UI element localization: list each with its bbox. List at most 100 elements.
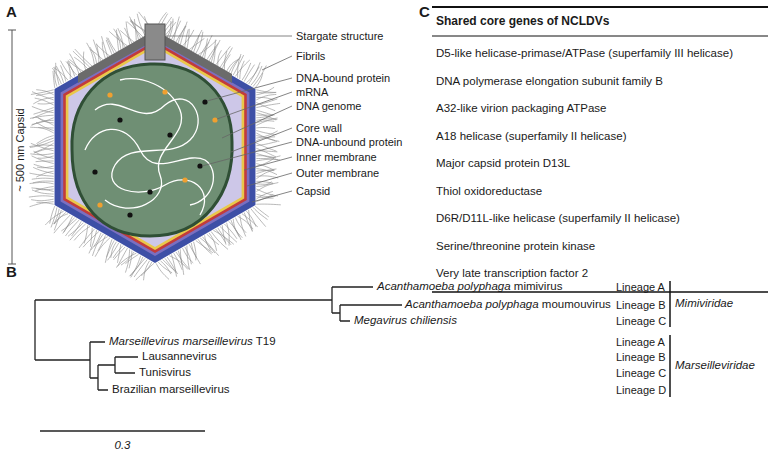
fibril	[191, 30, 202, 51]
fibril	[35, 186, 54, 191]
fibril	[256, 87, 274, 95]
table-cell: Major capsid protein D13L	[436, 157, 570, 170]
fibril	[108, 38, 117, 53]
fibril	[256, 130, 276, 134]
panel-letter: B	[6, 263, 17, 280]
fibril	[106, 38, 114, 54]
table-cell: DNA polymerase elongation subunit family…	[436, 75, 663, 88]
fibril	[117, 244, 120, 262]
fibril	[141, 262, 151, 276]
fibril	[196, 240, 213, 252]
fibril	[156, 263, 169, 279]
fibril	[36, 92, 54, 95]
fibril	[165, 258, 176, 273]
fibril	[36, 189, 54, 190]
fibril	[205, 35, 213, 58]
fibril	[31, 120, 53, 125]
fibril	[216, 229, 226, 243]
fibril	[73, 51, 90, 67]
fibril	[249, 210, 253, 232]
fibril	[185, 247, 192, 264]
fibril	[84, 225, 88, 243]
fibril	[213, 46, 215, 63]
table-cell: Very late transcription factor 2	[436, 267, 588, 280]
taxon-label: Acanthamoeba polyphaga mimivirus	[377, 280, 562, 293]
fibril	[90, 47, 97, 64]
fibril	[224, 51, 227, 70]
fibril	[60, 61, 72, 78]
fibril	[256, 141, 277, 145]
taxon-label: Megavirus chiliensis	[354, 314, 457, 327]
bound-proteins	[92, 99, 207, 217]
fibril	[256, 110, 273, 115]
fibril	[118, 248, 128, 266]
fibril	[256, 103, 280, 107]
fibril	[256, 156, 280, 159]
dna	[85, 79, 213, 215]
fibril	[30, 127, 54, 129]
taxon-label: Acanthamoeba polyphaga moumouvirus	[405, 298, 611, 311]
virion	[55, 31, 256, 263]
fibril	[63, 216, 73, 233]
fibril	[256, 159, 280, 161]
fibril	[120, 30, 134, 42]
fibril	[244, 65, 254, 82]
part-label: Outer membrane	[296, 167, 379, 180]
fibril	[238, 216, 253, 229]
fibril	[38, 102, 54, 104]
fibril	[31, 199, 54, 201]
fibril	[187, 29, 189, 49]
fibril	[36, 136, 53, 144]
lineage-label: Lineage B	[616, 299, 666, 312]
fibril	[93, 40, 101, 62]
fibril	[178, 26, 185, 44]
fibril	[256, 183, 278, 185]
taxon-label: Brazilian marseillevirus	[112, 383, 230, 396]
scale-value: 0.3	[115, 439, 131, 452]
table-cell: A32-like virion packaging ATPase	[436, 102, 606, 115]
fibrils	[29, 12, 281, 280]
panel-letter: A	[6, 3, 17, 20]
fibril	[256, 119, 277, 120]
fibril	[97, 44, 110, 56]
table-cell: A18 helicase (superfamily II helicase)	[436, 130, 626, 143]
size-label: ~ 500 nm Capsid	[14, 108, 27, 191]
fibril	[256, 204, 280, 206]
fibril	[118, 28, 123, 48]
fibril	[114, 29, 126, 47]
part-label: mRNA	[296, 86, 328, 99]
fibril	[256, 169, 277, 175]
family-label: Mimiviridae	[675, 297, 733, 310]
fibril	[51, 207, 57, 227]
fibril	[235, 218, 246, 233]
lineage-label: Lineage A	[616, 281, 665, 294]
fibril	[125, 249, 129, 272]
fibril	[198, 239, 212, 254]
fibril	[38, 156, 54, 158]
fibril	[231, 220, 242, 238]
fibril	[37, 166, 54, 168]
taxon-label: Lausannevirus	[142, 350, 217, 363]
fibril	[137, 14, 145, 36]
fibril	[256, 170, 274, 179]
fibril	[34, 108, 54, 115]
part-label: DNA-unbound protein	[296, 136, 402, 149]
fibril	[256, 184, 273, 192]
fibril	[66, 62, 75, 77]
fibril	[144, 261, 150, 280]
fibril	[69, 61, 77, 75]
fibril	[32, 156, 54, 164]
fibril	[256, 148, 276, 157]
fibril	[121, 252, 134, 265]
fibril	[126, 21, 132, 43]
part-label: Capsid	[296, 185, 330, 198]
part-label: Stargate structure	[296, 30, 383, 43]
fibril	[207, 234, 219, 245]
fibril	[75, 49, 92, 66]
fibril	[34, 164, 54, 168]
fibril	[52, 68, 61, 84]
fibril	[84, 52, 86, 70]
family-label: Marseilleviridae	[675, 359, 755, 372]
fibril	[125, 254, 138, 263]
fibril	[34, 148, 54, 153]
